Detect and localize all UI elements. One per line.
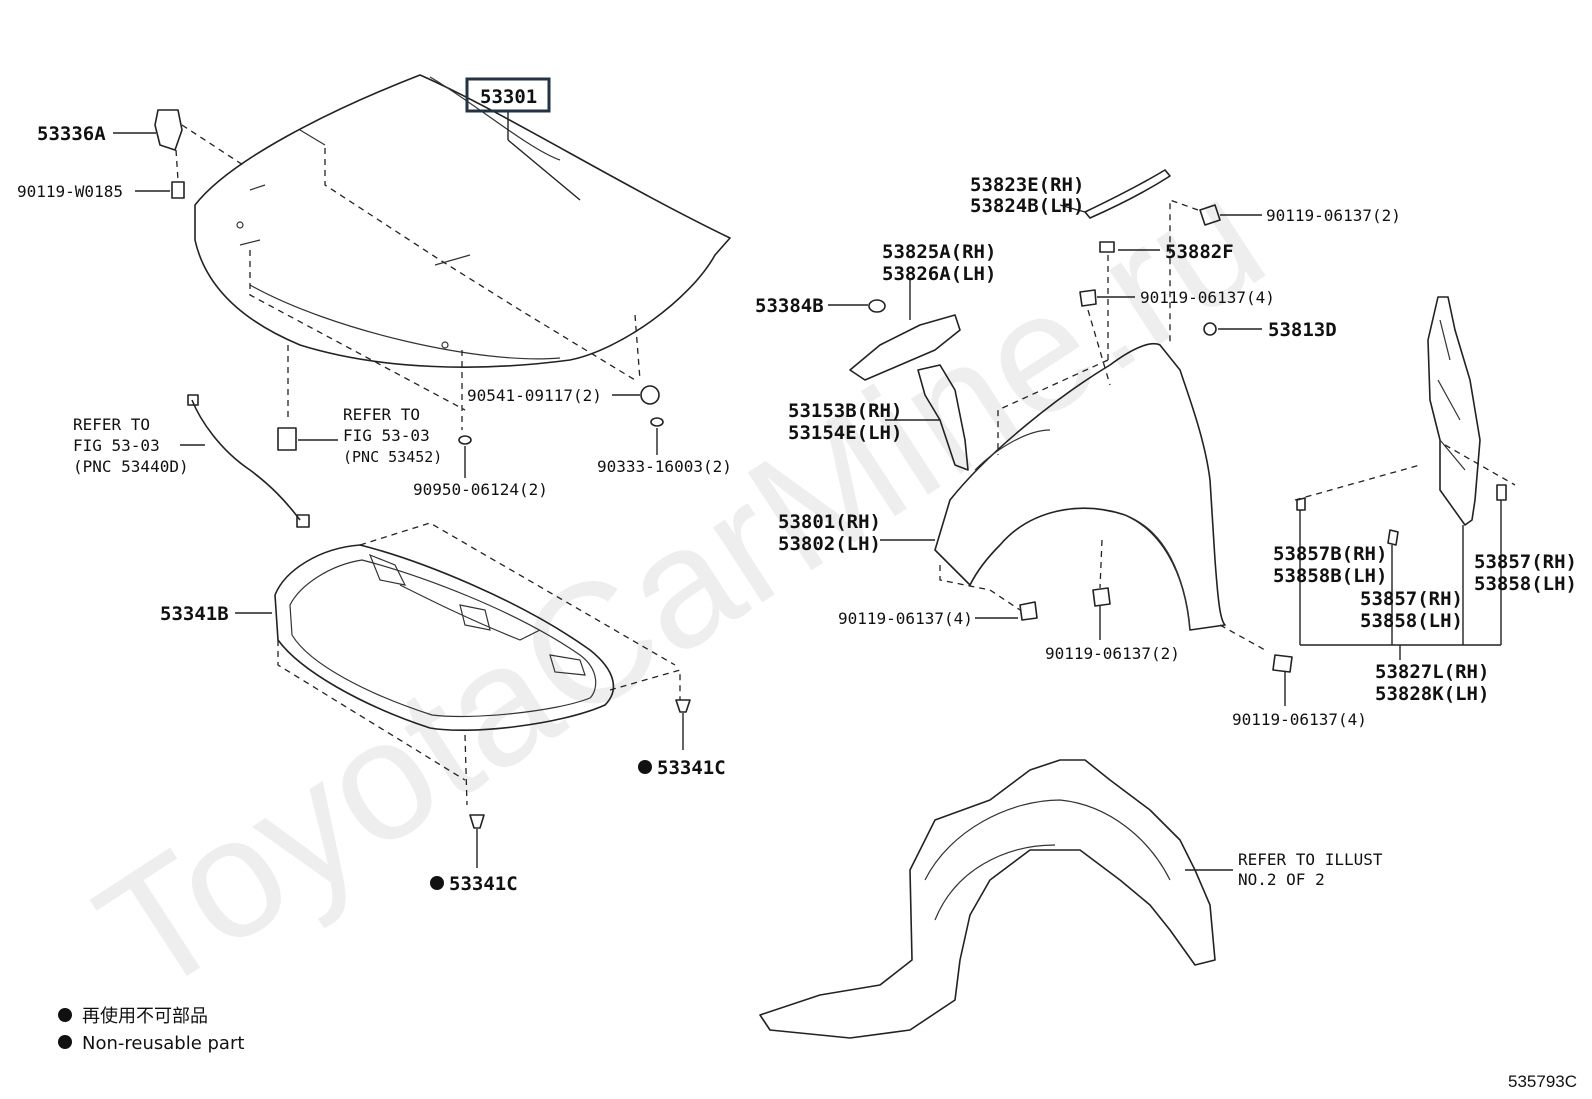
hood-lock[interactable] [277,427,338,451]
ref3-line1[interactable]: REFER TO ILLUST [1238,850,1383,869]
bolt-90119-06137-4-mid[interactable] [975,601,1038,621]
cushion-90950-06124[interactable] [458,435,472,478]
label-53857-mid[interactable]: 53857(RH) [1360,588,1463,610]
hood-lock-cable[interactable] [187,394,310,528]
label-90119-W0185[interactable]: 90119-W0185 [17,182,123,201]
ref2-line2[interactable]: FIG 53-03 [343,426,430,445]
label-90119-06137-4-mid[interactable]: 90119-06137(4) [838,609,973,628]
legend-line2: Non-reusable part [82,1033,244,1054]
bolt-90119-W0185[interactable] [135,149,185,199]
bolt-90119-06137-top[interactable] [1199,204,1262,226]
diagram-code: 535793C [1508,1072,1577,1091]
label-53813D[interactable]: 53813D [1268,319,1337,341]
clip-53857-right[interactable] [1496,484,1507,645]
label-90541-09117[interactable]: 90541-09117(2) [467,386,602,405]
label-53801[interactable]: 53801(RH) [778,511,881,533]
ref3-line2: NO.2 OF 2 [1238,870,1325,889]
nut-90541-09117[interactable] [612,385,660,405]
ref1-line3: (PNC 53440D) [73,457,189,476]
label-53857B[interactable]: 53857B(RH) [1273,543,1387,565]
label-90119-06137-2-mid[interactable]: 90119-06137(2) [1045,644,1180,663]
label-53153B[interactable]: 53153B(RH) [788,400,902,422]
label-53341C-right[interactable]: 53341C [657,757,726,779]
label-53825A[interactable]: 53825A(RH) [882,241,996,263]
bolt-90119-06137-4-bottom[interactable] [1272,654,1293,706]
label-53882F[interactable]: 53882F [1165,241,1234,263]
bracket-53153B[interactable] [885,364,969,471]
clip-53857-mid[interactable] [1387,529,1399,645]
label-53301-box[interactable]: 53301 [465,77,581,201]
ref1-line2[interactable]: FIG 53-03 [73,436,160,455]
label-53828K[interactable]: 53828K(LH) [1375,683,1489,705]
label-53858B[interactable]: 53858B(LH) [1273,565,1387,587]
label-53802[interactable]: 53802(LH) [778,533,881,555]
ref2-line1: REFER TO [343,405,420,424]
cushion-90333-16003[interactable] [650,417,664,455]
fender-molding-53823E[interactable] [1059,169,1171,219]
legend-line1: 再使用不可部品 [82,1006,208,1027]
front-fender-53801[interactable] [880,343,1226,631]
legend: 再使用不可部品 Non-reusable part [58,1006,244,1054]
clip-53882F[interactable] [1099,241,1160,253]
label-90119-06137-4-top[interactable]: 90119-06137(4) [1140,288,1275,307]
label-53384B[interactable]: 53384B [755,295,824,317]
clip-53857B[interactable] [1296,497,1306,645]
fender-protector-53827L[interactable] [1427,296,1481,526]
bolt-90119-06137-2-mid[interactable] [1092,539,1111,640]
ref2-line3: (PNC 53452) [343,448,442,466]
label-53341C-bottom[interactable]: 53341C [449,873,518,895]
clip-53384B[interactable] [828,299,886,313]
label-53857-right[interactable]: 53857(RH) [1474,551,1577,573]
label-53824B[interactable]: 53824B(LH) [970,195,1084,217]
hood-insulator-53341B[interactable] [235,544,615,732]
ref1-line1: REFER TO [73,415,150,434]
label-90119-06137-2-top[interactable]: 90119-06137(2) [1266,206,1401,225]
hood-hinge-53336A[interactable] [113,109,244,166]
bolt-90119-06137-4-top[interactable] [1079,289,1135,307]
label-90119-06137-4-bottom[interactable]: 90119-06137(4) [1232,710,1367,729]
hood-panel[interactable] [194,74,731,368]
label-53826A[interactable]: 53826A(LH) [882,263,996,285]
fender-seal-53825A[interactable] [849,280,961,381]
label-53823E[interactable]: 53823E(RH) [970,174,1084,196]
label-53341B[interactable]: 53341B [160,603,229,625]
watermark: ToyotaCarMine.ru [67,141,1296,1031]
cushion-53813D[interactable] [1203,322,1262,336]
label-53301: 53301 [480,86,537,108]
fender-liner[interactable] [759,759,1233,1039]
clip-53341C-right[interactable] [638,699,691,774]
clip-53341C-bottom[interactable] [430,814,485,890]
label-53858-mid[interactable]: 53858(LH) [1360,610,1463,632]
label-90333-16003[interactable]: 90333-16003(2) [597,457,732,476]
label-90950-06124[interactable]: 90950-06124(2) [413,480,548,499]
label-53858-right[interactable]: 53858(LH) [1474,573,1577,595]
label-53336A[interactable]: 53336A [37,123,106,145]
label-53827L[interactable]: 53827L(RH) [1375,661,1489,683]
label-53154E[interactable]: 53154E(LH) [788,422,902,444]
